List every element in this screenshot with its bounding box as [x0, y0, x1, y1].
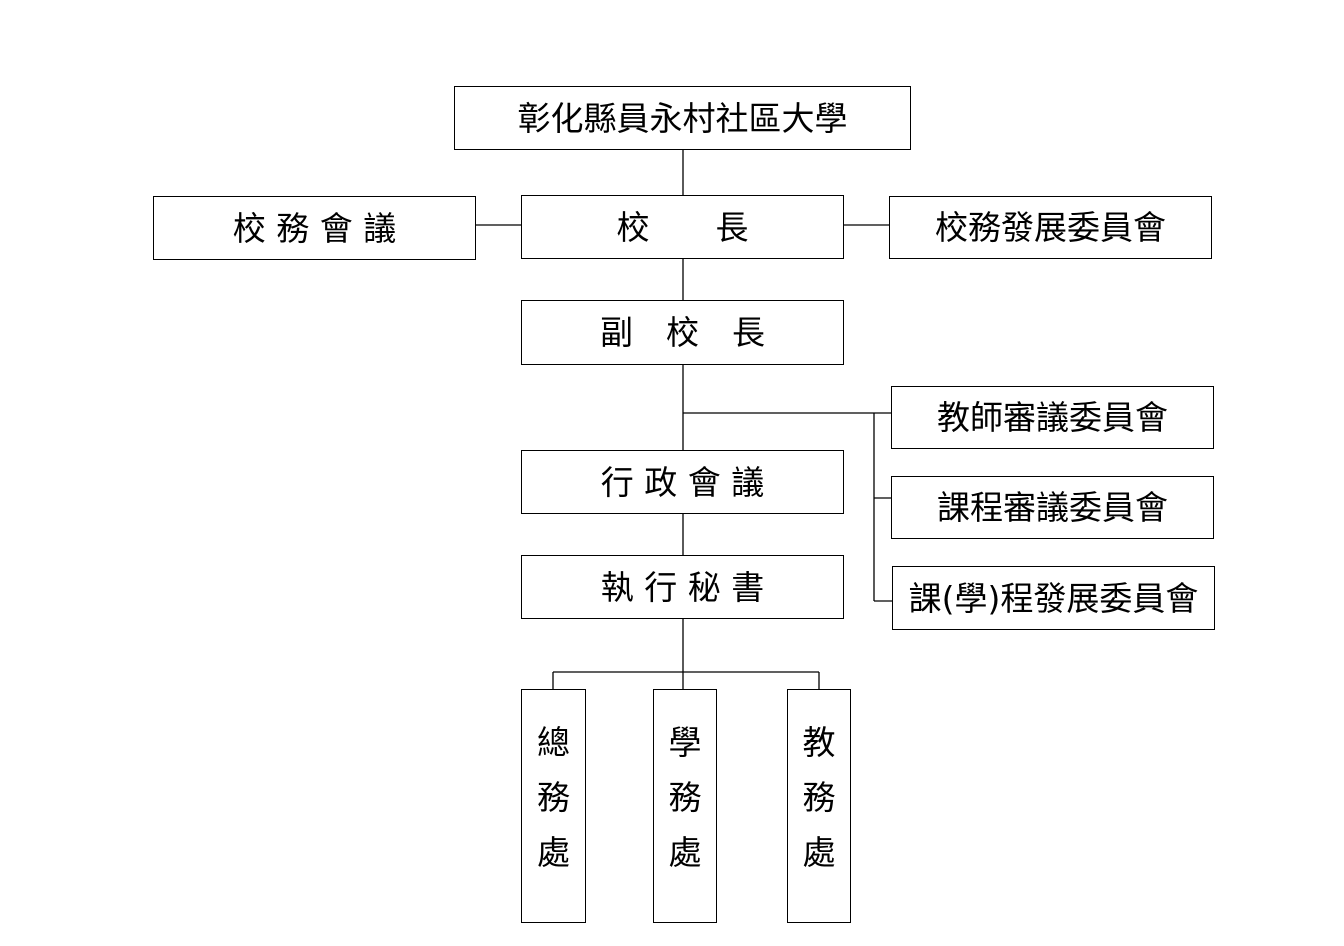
school-affairs-meeting-node: 校 務 會 議	[153, 196, 476, 260]
student-affairs-char: 學	[668, 723, 702, 762]
curriculum-review-committee-label: 課程審議委員會	[937, 488, 1168, 527]
school-affairs-meeting-label: 校 務 會 議	[232, 208, 397, 248]
admin-meeting-node: 行 政 會 議	[521, 450, 844, 514]
student-affairs-char: 務	[668, 778, 702, 817]
academic-affairs-char: 教	[802, 723, 836, 762]
principal-node: 校 長	[521, 195, 844, 259]
teacher-review-committee-label: 教師審議委員會	[937, 398, 1168, 437]
general-affairs-char: 總	[537, 723, 570, 762]
principal-label: 校 長	[616, 207, 749, 247]
general-affairs-char: 處	[537, 833, 570, 872]
development-committee-label: 校務發展委員會	[935, 208, 1166, 247]
development-committee-node: 校務發展委員會	[889, 196, 1212, 259]
admin-meeting-label: 行 政 會 議	[600, 462, 765, 502]
vice-principal-label: 副 校 長	[600, 313, 765, 352]
academic-affairs-char: 務	[802, 778, 836, 817]
executive-secretary-node: 執 行 秘 書	[521, 555, 844, 619]
root-university-node: 彰化縣員永村社區大學	[454, 86, 911, 150]
academic-affairs-office-node: 教 務 處	[787, 689, 851, 923]
general-affairs-office-node: 總 務 處	[521, 689, 586, 923]
teacher-review-committee-node: 教師審議委員會	[891, 386, 1214, 449]
student-affairs-office-node: 學 務 處	[653, 689, 717, 923]
root-university-label: 彰化縣員永村社區大學	[517, 98, 848, 138]
academic-affairs-char: 處	[802, 833, 836, 872]
curriculum-development-committee-node: 課(學)程發展委員會	[892, 566, 1215, 630]
curriculum-development-committee-label: 課(學)程發展委員會	[908, 578, 1199, 618]
student-affairs-char: 處	[668, 833, 702, 872]
curriculum-review-committee-node: 課程審議委員會	[891, 476, 1214, 539]
general-affairs-char: 務	[537, 778, 570, 817]
executive-secretary-label: 執 行 秘 書	[600, 567, 765, 607]
vice-principal-node: 副 校 長	[521, 300, 844, 365]
